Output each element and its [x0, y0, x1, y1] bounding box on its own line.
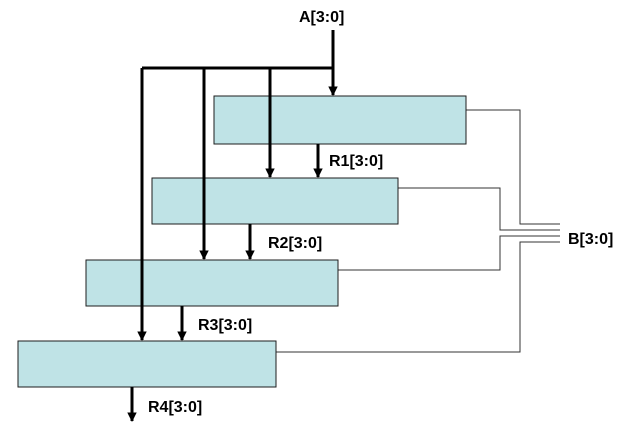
output-label: B[3:0] — [568, 231, 613, 248]
r2-label: R2[3:0] — [268, 235, 322, 252]
output-wire-3 — [338, 235, 560, 271]
stage-block-2 — [151, 177, 399, 225]
output-wire-2 — [398, 187, 560, 231]
output-wire-1 — [466, 109, 560, 225]
stage-block-1 — [213, 95, 467, 145]
input-label: A[3:0] — [299, 9, 344, 26]
stage-block-4 — [17, 340, 277, 388]
r3-label: R3[3:0] — [198, 317, 252, 334]
output-wire-4 — [276, 241, 560, 353]
r1-label: R1[3:0] — [329, 153, 383, 170]
stage-block-3 — [85, 259, 339, 307]
r4-label: R4[3:0] — [148, 399, 202, 416]
input-bus — [137, 30, 338, 341]
stage-arrows — [127, 144, 323, 422]
output-wires — [276, 109, 560, 353]
